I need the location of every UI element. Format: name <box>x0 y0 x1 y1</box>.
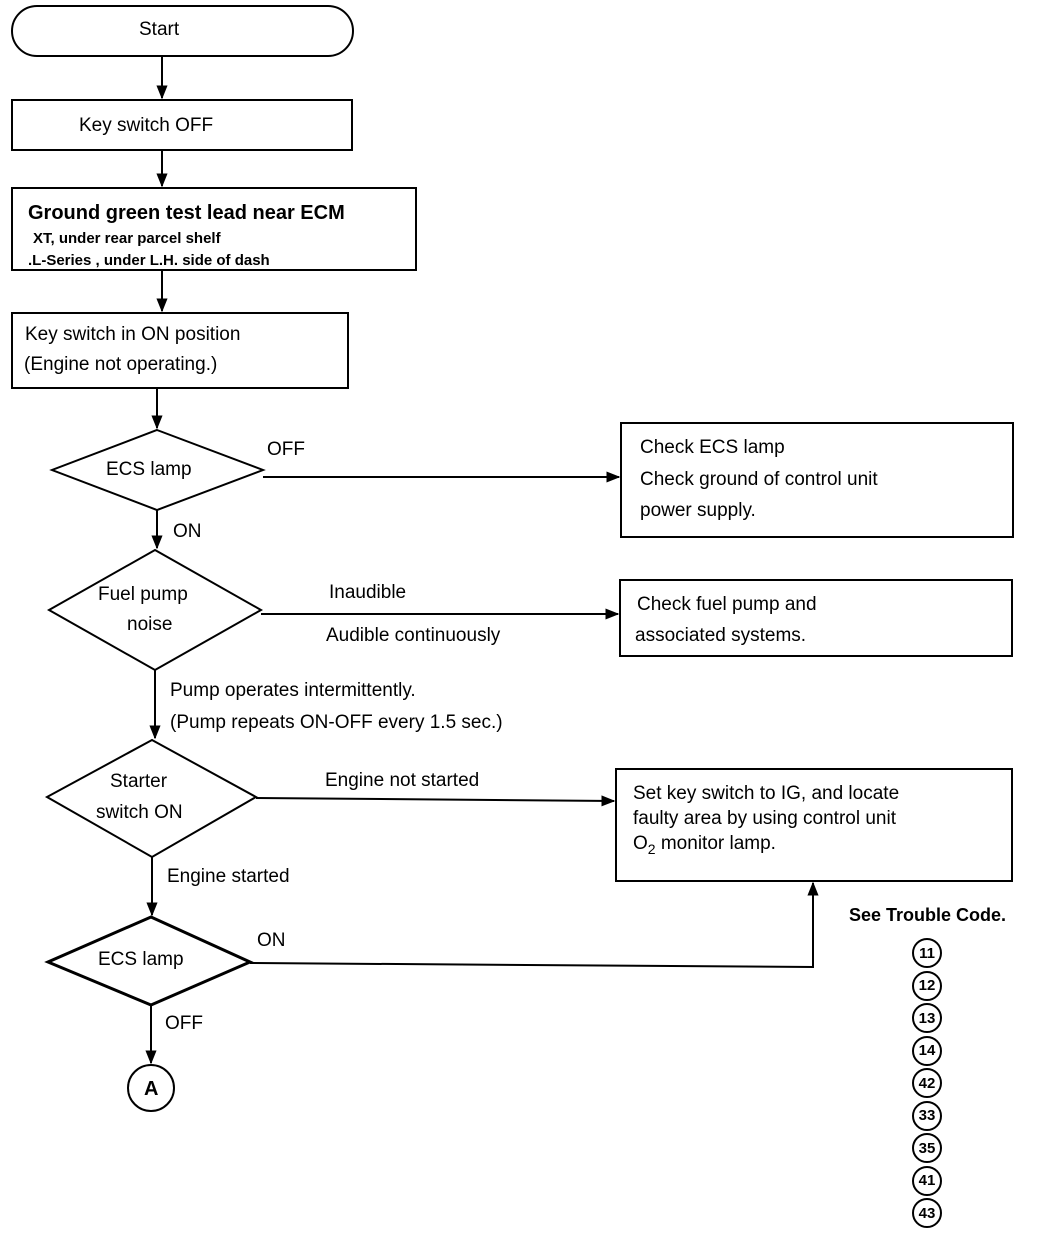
connector-a <box>127 1064 175 1112</box>
trouble-code-badge: 13 <box>912 1003 942 1033</box>
fuel-inaudible-label: Inaudible <box>329 582 407 603</box>
key-off-label: Key switch OFF <box>79 115 214 136</box>
flow-starter-not-started <box>255 795 616 807</box>
ecs1-off-label: OFF <box>267 439 305 460</box>
fuel-audible-label: Audible continuously <box>326 625 501 646</box>
trouble-code-title: See Trouble Code. <box>849 905 1007 925</box>
key-on-box <box>11 312 349 389</box>
ground-lead-box <box>11 187 417 271</box>
key-on-line-1: Key switch in ON position <box>25 324 241 345</box>
starter-line-1: Starter <box>110 771 168 792</box>
check-ecs-line-2: Check ground of control unit <box>640 469 878 490</box>
fuel-intermittent-1: Pump operates intermittently. <box>170 680 416 701</box>
key-off-box <box>11 99 353 151</box>
ground-line-1: XT, under rear parcel shelf <box>33 230 221 247</box>
set-key-line-2: faulty area by using control unit <box>633 808 896 829</box>
fuel-pump-line-2: noise <box>127 614 173 635</box>
starter-started-label: Engine started <box>167 866 290 887</box>
flow-ecs2-on <box>249 881 819 969</box>
ground-title: Ground green test lead near ECM <box>28 202 345 224</box>
ecs2-off-label: OFF <box>165 1013 203 1034</box>
trouble-code-badge: 41 <box>912 1165 942 1196</box>
check-fuel-line-1: Check fuel pump and <box>637 594 817 615</box>
starter-line-2: switch ON <box>96 802 183 823</box>
check-ecs-line-3: power supply. <box>640 500 756 521</box>
ecs2-on-label: ON <box>257 930 286 951</box>
set-key-box <box>615 768 1013 882</box>
key-on-line-2: (Engine not operating.) <box>24 354 218 375</box>
fuel-pump-decision <box>46 548 264 672</box>
start-label: Start <box>139 19 180 40</box>
start-terminal <box>11 5 354 57</box>
check-ecs-line-1: Check ECS lamp <box>640 437 785 458</box>
trouble-code-badge: 11 <box>912 938 942 968</box>
set-key-line-1: Set key switch to IG, and locate <box>633 783 900 804</box>
check-fuel-box <box>619 579 1013 657</box>
set-key-o-subscript: 2 <box>647 840 656 857</box>
connector-a-label: A <box>144 1078 159 1100</box>
trouble-code-list: 11 12 13 14 42 33 35 41 43 <box>912 938 972 1231</box>
fuel-pump-line-1: Fuel pump <box>98 584 188 605</box>
fuel-intermittent-2: (Pump repeats ON-OFF every 1.5 sec.) <box>170 712 503 733</box>
ecs2-label: ECS lamp <box>98 949 184 970</box>
set-key-line-3: O2 monitor lamp. <box>633 834 776 856</box>
trouble-code-badge: 33 <box>912 1100 942 1131</box>
trouble-code-badge: 43 <box>912 1198 942 1228</box>
ground-line-2: .L-Series , under L.H. side of dash <box>28 252 270 269</box>
starter-decision <box>44 738 259 859</box>
ecs1-on-label: ON <box>173 521 202 542</box>
ecs1-label: ECS lamp <box>106 459 192 480</box>
trouble-code-badge: 12 <box>912 970 942 1001</box>
trouble-code-badge: 42 <box>912 1068 942 1098</box>
trouble-code-badge: 35 <box>912 1133 942 1163</box>
set-key-o-prefix: O <box>633 833 648 854</box>
check-fuel-line-2: associated systems. <box>635 625 807 646</box>
trouble-code-badge: 14 <box>912 1035 942 1066</box>
check-ecs-box <box>620 422 1014 538</box>
set-key-o-suffix: monitor lamp. <box>655 833 776 854</box>
starter-not-started-label: Engine not started <box>325 770 480 791</box>
